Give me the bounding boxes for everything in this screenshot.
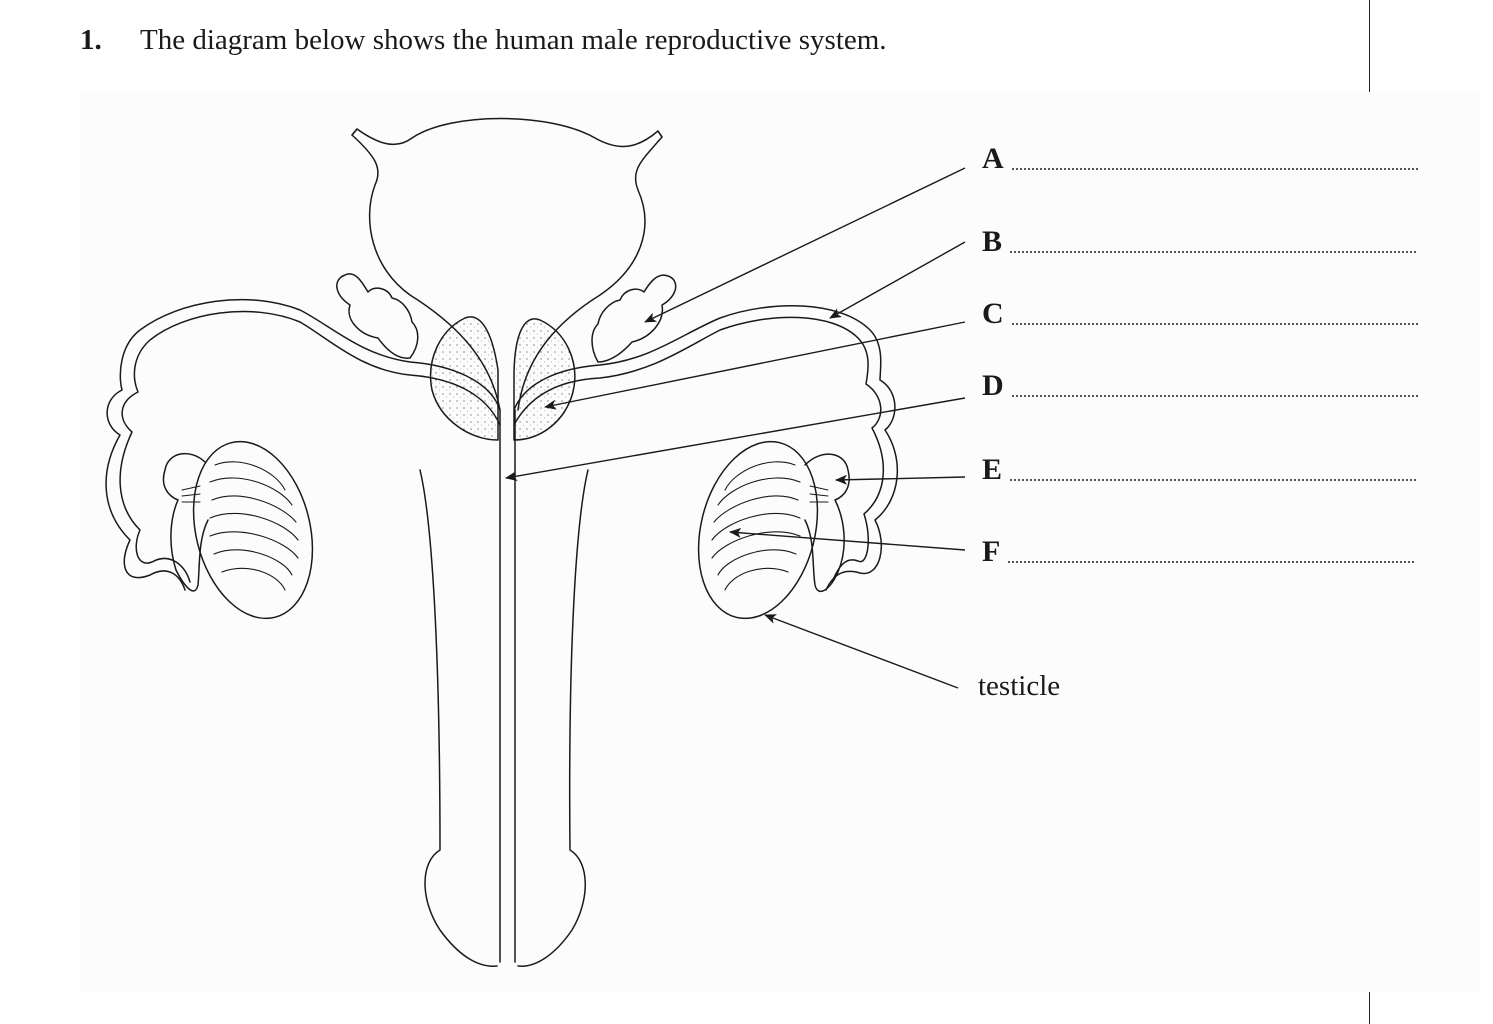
answer-line-c[interactable] [1011,323,1418,325]
efferent-ducts-right [809,485,829,503]
margin-rule-bottom [1369,990,1370,1024]
seminiferous-tubules-right [711,461,801,591]
question-number: 1. [80,24,102,56]
efferent-ducts-left [181,485,201,503]
pointer-f [729,527,966,551]
answer-line-f[interactable] [1008,561,1415,563]
margin-rule-top [1369,0,1370,92]
answer-line-b[interactable] [1010,251,1417,253]
epididymis-left [162,452,209,592]
label-row-b: B [982,223,1417,258]
question-text: The diagram below shows the human male r… [140,24,887,56]
label-a: A [982,142,1004,175]
pointer-a [644,167,966,323]
diagram-panel [80,92,1480,992]
seminiferous-tubules-left [209,461,299,591]
testicle-label: testicle [978,670,1061,702]
label-f: F [982,535,1001,568]
pointer-c [544,321,966,410]
label-c: C [982,297,1004,330]
vas-deferens-right-inner [513,316,885,583]
ureter-right-tip [657,130,663,138]
vas-deferens-right [513,305,898,591]
label-e: E [982,453,1003,486]
label-row-f: F [982,533,1415,568]
label-b: B [982,225,1003,258]
epididymis-right [804,453,850,593]
prostate-gland [429,316,499,441]
vas-deferens-left-inner [119,310,501,583]
bladder [351,117,663,411]
answer-line-e[interactable] [1010,479,1417,481]
answer-line-d[interactable] [1011,395,1418,397]
seminal-vesicle-right [591,274,677,363]
seminal-vesicle-left [336,273,419,359]
pointer-e [835,474,966,485]
testis-left [192,440,314,620]
penis-right [517,469,589,967]
penis-left [419,469,498,967]
label-d: D [982,369,1004,402]
label-row-a: A [982,140,1418,174]
answer-line-a[interactable] [1011,168,1418,170]
ureter-left-tip [351,128,358,136]
vas-deferens-left [105,298,501,591]
testis-right [697,440,819,620]
pointer-testicle [764,614,959,689]
pointer-b [829,241,966,319]
label-row-e: E [982,451,1417,486]
pointer-d [505,397,966,482]
label-row-c: C [982,295,1418,329]
label-row-d: D [982,367,1418,401]
